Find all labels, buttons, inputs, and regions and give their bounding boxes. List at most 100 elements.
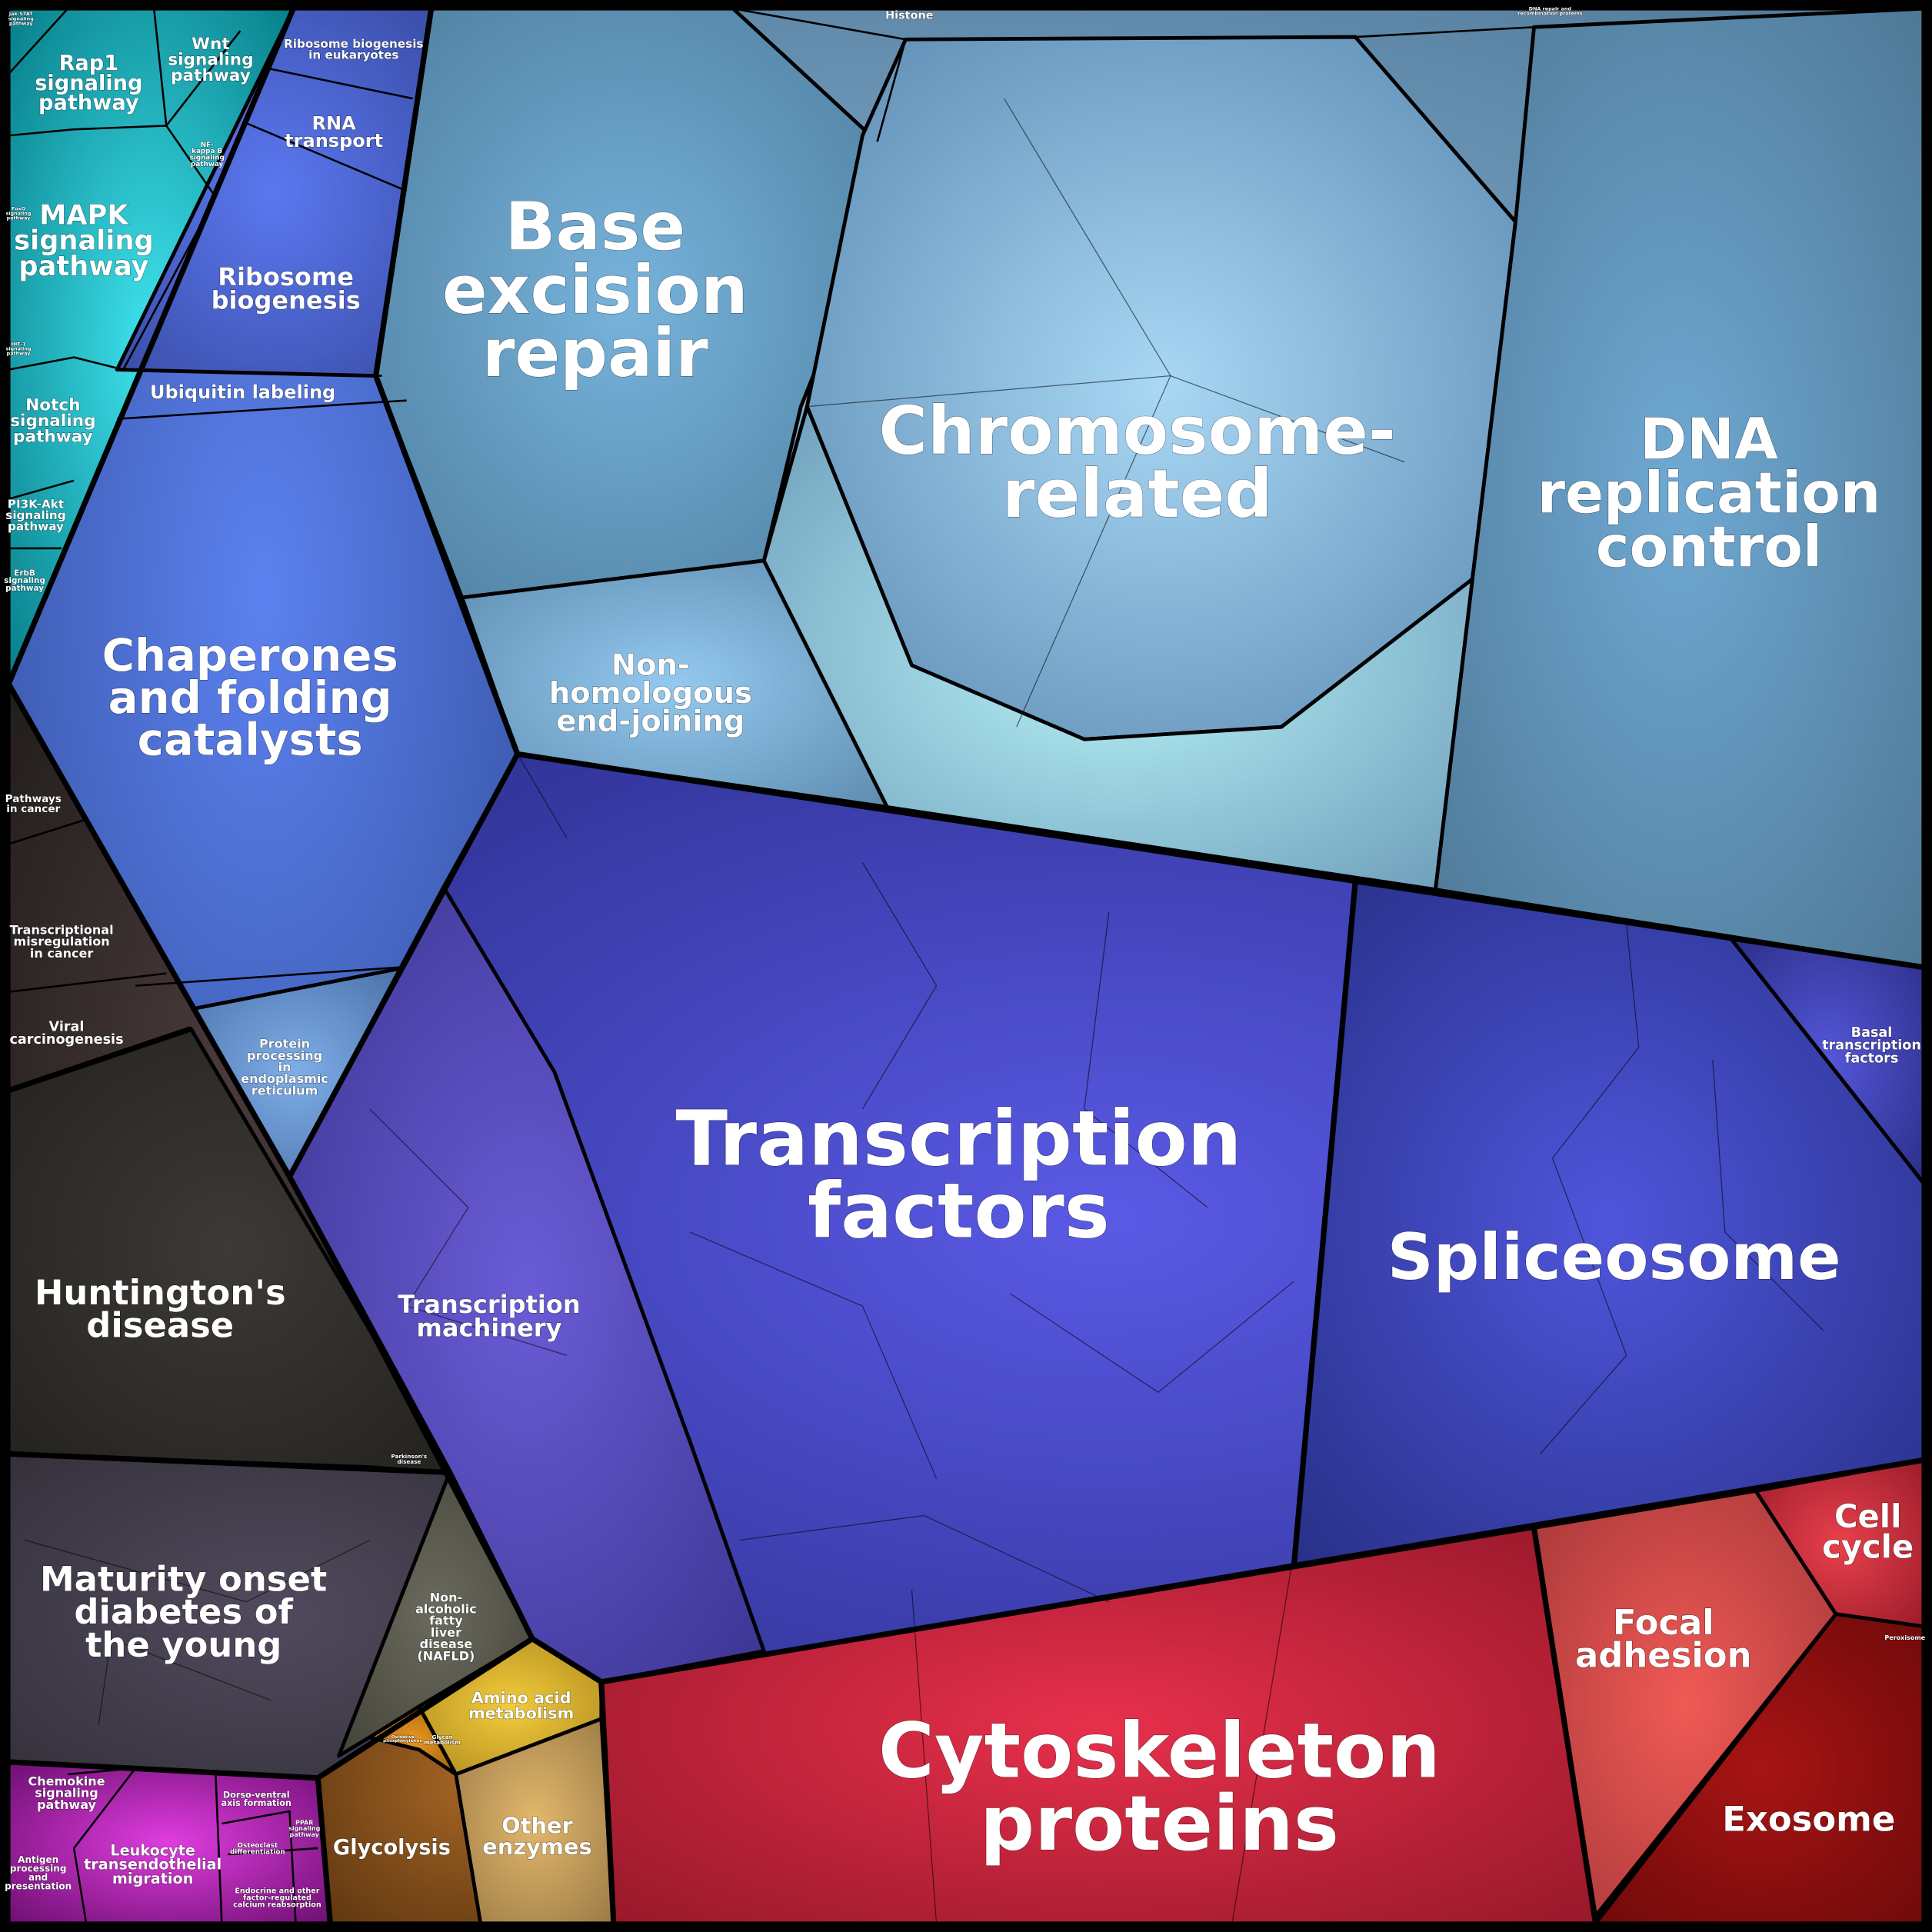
label-line: alcoholic: [415, 1601, 477, 1616]
label-line: Oxidative: [391, 1735, 415, 1740]
cell-boundary: [8, 818, 87, 845]
label-line: migration: [112, 1870, 193, 1887]
label-line: cycle: [1822, 1528, 1914, 1566]
label-line: pathway: [7, 351, 32, 357]
label-line: enzymes: [482, 1834, 591, 1860]
label-line: Non-: [611, 648, 690, 682]
cell-boundary: [369, 1108, 568, 1356]
group-boundary: [8, 1026, 192, 1094]
label-line: pathway: [9, 20, 34, 26]
label-line: Focal: [1613, 1602, 1714, 1643]
label-line: Dorso-ventral: [223, 1790, 290, 1800]
label-line: calcium reabsorption: [233, 1901, 321, 1910]
label-line: disease: [86, 1304, 234, 1345]
label-line: recombination proteins: [1517, 11, 1583, 17]
cell-boundary: [887, 806, 1436, 891]
label-line: Cell: [1834, 1497, 1901, 1535]
label-line: presentation: [5, 1880, 72, 1891]
cell-boundary: [1355, 25, 1534, 38]
cell-boundary: [739, 1514, 1110, 1603]
label-line: machinery: [417, 1313, 562, 1342]
label-line: related: [1002, 456, 1272, 533]
cell-boundary: [215, 1774, 223, 1924]
cell-boundary: [1084, 911, 1208, 1208]
label-line: pathway: [7, 215, 32, 221]
label-line: proteins: [980, 1780, 1339, 1868]
label-line: Non-: [430, 1590, 462, 1604]
label-line: PI3K-Akt: [8, 498, 64, 511]
label-line: transendothelial: [84, 1856, 222, 1874]
label-line: ErbB: [14, 568, 35, 578]
label-line: Transcriptional: [10, 922, 114, 937]
cell-boundary: [1231, 1552, 1294, 1924]
label-line: signaling: [35, 1786, 98, 1800]
label-line: DNA repair and: [1529, 6, 1572, 12]
label-line: Leukocyte: [110, 1841, 195, 1859]
label-line: transport: [285, 130, 383, 152]
label-line: factors: [808, 1168, 1110, 1256]
label-line: MAPK: [39, 199, 129, 231]
label-line: pathway: [5, 584, 44, 593]
label-histone: Histone: [885, 9, 934, 22]
label-line: Osteoclast: [238, 1842, 278, 1850]
label-line: in cancer: [6, 803, 60, 815]
cell-boundary: [8, 8, 69, 75]
label-line: metabolism: [424, 1739, 460, 1746]
label-line: the young: [85, 1624, 281, 1665]
label-line: signaling: [5, 508, 65, 522]
cell-boundary: [1016, 375, 1171, 728]
group-boundary: [5, 7, 296, 685]
label-line: Glycolysis: [333, 1836, 451, 1860]
label-line: Viral: [49, 1019, 85, 1034]
cell-boundary: [222, 1810, 297, 1924]
label-line: signaling: [35, 72, 142, 95]
label-line: signaling: [6, 346, 32, 352]
label-line: Wnt: [192, 35, 230, 54]
label-line: disease: [420, 1637, 473, 1651]
label-line: Transcription: [398, 1290, 580, 1319]
label-line: Glycan: [431, 1734, 452, 1740]
label-line: Chaperones: [102, 629, 398, 681]
cell-boundary: [67, 1767, 138, 1924]
label-line: factor-regulated: [243, 1894, 311, 1903]
label-line: pathway: [38, 92, 139, 115]
label-line: Chromosome-: [879, 393, 1396, 470]
cell-boundary: [1712, 1059, 1824, 1331]
cell-boundary: [1540, 924, 1640, 1454]
group-boundary: [517, 751, 1924, 971]
label-line: reticulum: [251, 1083, 318, 1098]
label-line: Chemokine: [28, 1774, 105, 1788]
label-line: catalysts: [138, 714, 363, 766]
label-line: signaling: [8, 15, 34, 22]
group-boundary: [1531, 1527, 1599, 1924]
label-line: adhesion: [1575, 1635, 1752, 1676]
label-line: Exosome: [1722, 1798, 1895, 1839]
label-line: phosphorylation: [383, 1739, 423, 1744]
cell-exosome[interactable]: [1594, 1612, 1926, 1926]
label-splice: Spliceosome: [1387, 1220, 1841, 1294]
label-line: in cancer: [30, 946, 94, 961]
label-line: signaling: [189, 155, 224, 162]
label-line: in eukaryotes: [308, 48, 398, 62]
label-line: Maturity onset: [40, 1559, 327, 1600]
label-line: Peroxisome: [1884, 1634, 1925, 1641]
